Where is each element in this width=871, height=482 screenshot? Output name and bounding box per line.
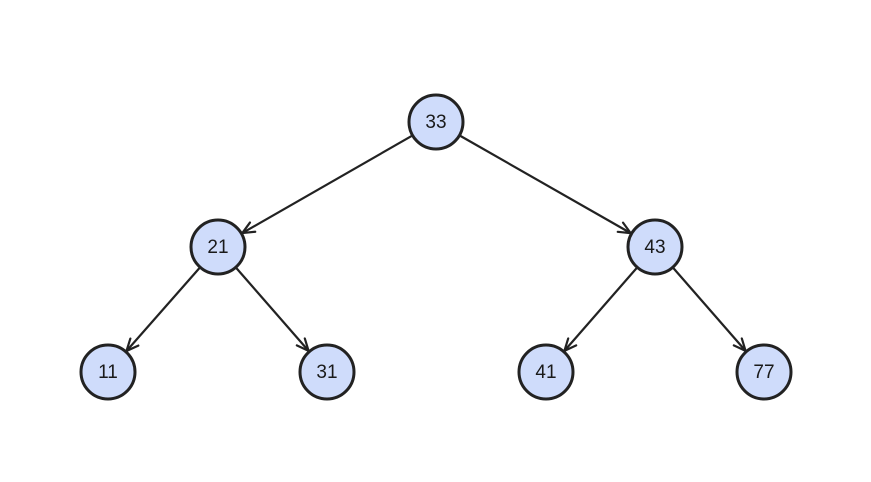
edge-line — [234, 266, 310, 352]
node-label: 21 — [207, 237, 228, 258]
node-circle — [517, 343, 575, 401]
edge-n43-n41 — [563, 266, 639, 352]
node-label: 33 — [425, 112, 446, 133]
tree-node-43: 43 — [626, 218, 684, 276]
tree-node-33: 33 — [407, 93, 465, 151]
edge-line — [671, 266, 747, 352]
node-circle — [626, 218, 684, 276]
node-label: 77 — [753, 362, 774, 383]
edge-line — [241, 134, 414, 235]
edge-n21-n11 — [125, 266, 201, 353]
edge-line — [563, 266, 639, 352]
edges-layer — [125, 134, 747, 353]
tree-node-31: 31 — [298, 343, 356, 401]
tree-node-77: 77 — [735, 343, 793, 401]
tree-node-21: 21 — [189, 218, 247, 276]
node-circle — [735, 343, 793, 401]
tree-node-41: 41 — [517, 343, 575, 401]
node-circle — [79, 343, 137, 401]
node-label: 11 — [98, 362, 118, 383]
edge-line — [125, 266, 201, 352]
node-circle — [407, 93, 465, 151]
node-circle — [189, 218, 247, 276]
edge-n33-n43 — [458, 134, 632, 235]
edge-n33-n21 — [241, 134, 414, 235]
tree-node-11: 11 — [79, 343, 137, 401]
edge-n21-n31 — [234, 266, 310, 352]
node-label: 43 — [644, 237, 665, 258]
node-circle — [298, 343, 356, 401]
node-label: 31 — [316, 362, 337, 383]
node-label: 41 — [535, 362, 556, 383]
edge-line — [458, 134, 632, 235]
nodes-layer: 33 21 43 11 31 41 77 — [79, 93, 793, 401]
edge-n43-n77 — [671, 266, 747, 352]
